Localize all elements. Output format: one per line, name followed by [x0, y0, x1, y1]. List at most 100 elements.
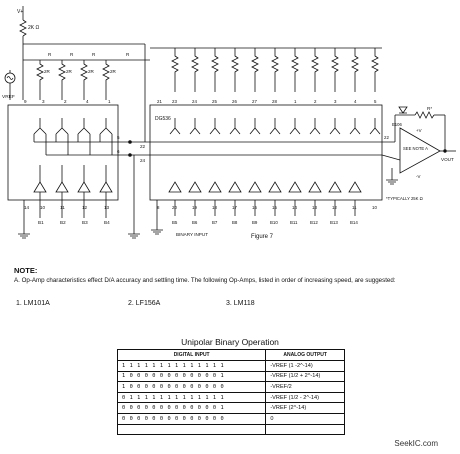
- analog-output-cell: -VREF (2^-14): [265, 402, 345, 414]
- digital-input-cell: [116, 423, 267, 436]
- chip2-bit-7: B7: [212, 220, 218, 225]
- unipolar-binary-table: DIGITAL INPUT ANALOG OUTPUT 1 1 1 1 1 1 …: [116, 349, 345, 436]
- ground-4: [386, 179, 398, 185]
- chip2-pin-top-10: 4: [354, 99, 357, 104]
- chip2-pin-top-4: 26: [232, 99, 237, 104]
- table-row: 1 0 0 0 0 0 0 0 0 0 0 0 0 0-VREF/2: [116, 381, 345, 393]
- chip2-bit-12: B12: [310, 220, 318, 225]
- chip-2-label: DG536: [155, 116, 171, 122]
- vout-label: VOUT: [441, 157, 454, 162]
- chip1-pin-bottom-0: 14: [24, 205, 30, 210]
- chip-2-switches: [150, 118, 395, 156]
- chip2-pin-top-9: 3: [334, 99, 337, 104]
- chip2-bit-6: B6: [192, 220, 198, 225]
- note-title: NOTE:: [14, 266, 38, 275]
- chip2-bit-11: B11: [290, 220, 298, 225]
- watermark: SeekIC.com: [394, 439, 438, 448]
- chip-2-buffers: [168, 181, 362, 193]
- typical-note: *TYPICALLY 25K Ω: [386, 196, 423, 201]
- analog-output-cell: 0: [265, 412, 345, 425]
- chip1-bit-1: B1: [38, 220, 44, 225]
- chip1-pin-bottom-1: 10: [40, 205, 46, 210]
- chip2-bit-5: B5: [172, 220, 178, 225]
- analog-output-cell: -VREF (1 -2^-14): [265, 360, 345, 372]
- chip2-pin-top-0: 21: [157, 99, 162, 104]
- diode-e106: [398, 106, 408, 114]
- chip1-pin-mid-0: 5: [117, 135, 120, 140]
- r2-label-2: 2R: [66, 69, 73, 74]
- supply-label: V+: [17, 9, 23, 15]
- chip1-pin-bottom-4: 13: [104, 205, 110, 210]
- table-title: Unipolar Binary Operation: [181, 337, 279, 347]
- table-row: 0 0 0 0 0 0 0 0 0 0 0 0 0 1-VREF (2^-14): [116, 402, 345, 414]
- chip2-bit-10: B10: [270, 220, 278, 225]
- chip2-pin-top-7: 1: [294, 99, 297, 104]
- table-row: 0 1 1 1 1 1 1 1 1 1 1 1 1 1-VREF (1/2 - …: [116, 391, 345, 404]
- analog-output-cell: [265, 423, 345, 436]
- ground-1: [18, 233, 30, 239]
- ground-2: [128, 233, 140, 239]
- chip1-pin-bottom-2: 11: [60, 205, 65, 210]
- vref-label: VREF: [2, 94, 15, 100]
- table-row: 1 0 0 0 0 0 0 0 0 0 0 0 0 1-VREF (1/2 + …: [116, 370, 345, 383]
- chip2-pin-top-8: 2: [314, 99, 317, 104]
- opamp-option-3: 3. LM118: [226, 300, 255, 307]
- feedback-resistor: [414, 111, 435, 119]
- analog-output-cell: -VREF/2: [265, 381, 345, 393]
- digital-input-cell: 0 1 1 1 1 1 1 1 1 1 1 1 1 1: [116, 391, 267, 404]
- analog-output-cell: -VREF (1/2 - 2^-14): [265, 391, 345, 404]
- chip1-bit-2: B2: [60, 220, 66, 225]
- chip2-bit-8: B8: [232, 220, 238, 225]
- chip2-pin-top-1: 23: [172, 99, 177, 104]
- r2-label-3: 2R: [88, 69, 95, 74]
- ladder-resistors-group-1: [36, 60, 110, 100]
- opamp-option-2: 2. LF156A: [128, 300, 161, 307]
- digital-input-cell: 1 0 0 0 0 0 0 0 0 0 0 0 0 0: [116, 381, 267, 393]
- chip2-pin-left-1: 24: [140, 158, 146, 163]
- chip2-bit-13: B13: [330, 220, 338, 225]
- r-label-3: R: [92, 52, 96, 57]
- feedback-r-label: R*: [427, 106, 432, 111]
- chip1-pin-top-4: 1: [108, 99, 111, 104]
- chip2-pin-left-0: 22: [140, 144, 146, 149]
- chip2-pin-top-2: 24: [192, 99, 197, 104]
- r-label-4: R: [126, 52, 130, 57]
- chip2-pin-bottom-11: 10: [372, 205, 377, 210]
- r2-label-1: 2R: [44, 69, 51, 74]
- chip1-pin-top-3: 4: [86, 99, 89, 104]
- r2-label-4: 2R: [110, 69, 117, 74]
- vplus-label: +V: [416, 128, 422, 133]
- chip1-pin-bottom-3: 12: [82, 205, 88, 210]
- ground-3: [151, 229, 163, 235]
- chip2-pin-top-6: 28: [272, 99, 277, 104]
- digital-input-cell: 0 0 0 0 0 0 0 0 0 0 0 0 0 0: [116, 412, 267, 425]
- top-resistor: [19, 19, 27, 37]
- chip2-bit-14: B14: [350, 220, 358, 225]
- chip1-bit-4: B4: [104, 220, 110, 225]
- chip1-pin-top-1: 3: [42, 99, 45, 104]
- digital-input-cell: 1 1 1 1 1 1 1 1 1 1 1 1 1 1: [116, 360, 267, 372]
- chip2-bit-9: B9: [252, 220, 258, 225]
- chip1-pin-top-0: 9: [24, 99, 27, 104]
- table-row: 1 1 1 1 1 1 1 1 1 1 1 1 1 1-VREF (1 -2^-…: [116, 360, 345, 372]
- chip-2-body: [149, 104, 383, 201]
- figure-label: Figure 7: [251, 234, 274, 240]
- note-text: A. Op-Amp characteristics effect D/A acc…: [14, 277, 396, 284]
- chip1-bit-3: B3: [82, 220, 88, 225]
- binary-input-label: BINARY INPUT: [176, 232, 208, 237]
- op-amp: [399, 127, 441, 174]
- opamp-note: SEE NOTE A: [403, 146, 428, 151]
- chip-1-body: [7, 104, 119, 201]
- header-digital-input: DIGITAL INPUT: [116, 349, 267, 361]
- header-analog-output: ANALOG OUTPUT: [265, 349, 345, 361]
- digital-input-cell: 1 0 0 0 0 0 0 0 0 0 0 0 0 1: [116, 370, 267, 383]
- analog-output-cell: -VREF (1/2 + 2^-14): [265, 370, 345, 383]
- chip2-pin-bottom-0: 8: [157, 205, 160, 210]
- opamp-option-1: 1. LM101A: [16, 300, 50, 307]
- chip2-pin-bottom-10: 11: [352, 205, 357, 210]
- chip2-pin-right: 22: [384, 135, 389, 140]
- chip1-pin-top-2: 2: [64, 99, 67, 104]
- r-label-2: R: [70, 52, 74, 57]
- chip1-pin-mid-1: 6: [117, 149, 120, 154]
